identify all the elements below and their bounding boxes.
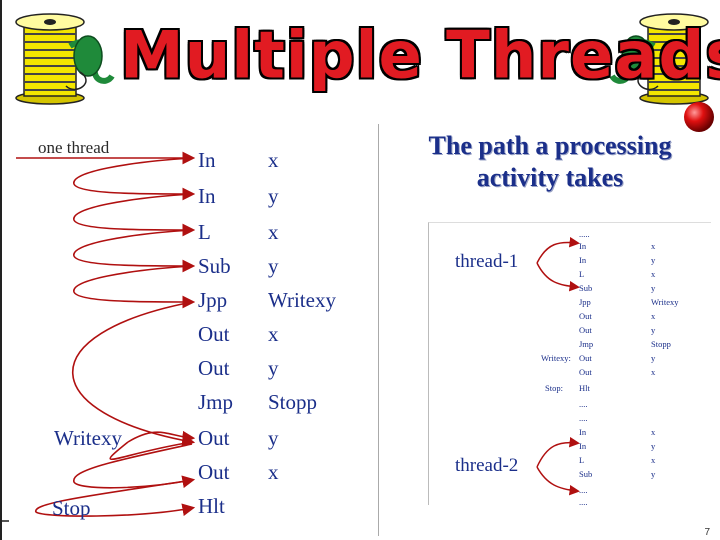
footer-rule <box>2 520 9 522</box>
instruction-arg: x <box>268 322 279 346</box>
instruction-arg: x <box>268 460 279 484</box>
code-op: Out <box>579 311 592 321</box>
code-arg: x <box>651 367 656 377</box>
single-thread-path <box>16 151 196 517</box>
code-op: L <box>579 269 585 279</box>
code-op: Hlt <box>579 383 590 393</box>
instruction-arg: y <box>268 356 279 380</box>
code-arg: x <box>651 427 656 437</box>
thread-spool-icon <box>15 13 115 105</box>
instruction-op: Out <box>198 356 230 380</box>
code-op: In <box>579 441 587 451</box>
code-arg: y <box>651 469 656 479</box>
code-arg: y <box>651 255 656 265</box>
code-op: Jpp <box>579 297 591 307</box>
code-op: .... <box>579 497 588 507</box>
code-op: Sub <box>579 283 593 293</box>
instruction-arg: Stopp <box>268 390 318 414</box>
code-arg: y <box>651 283 656 293</box>
thread-spool-icon <box>609 13 709 105</box>
code-op: In <box>579 255 587 265</box>
code-op: .... <box>579 413 588 423</box>
code-arg: y <box>651 325 656 335</box>
instruction-op: Sub <box>198 254 231 278</box>
instruction-op: L <box>198 220 211 244</box>
code-op: In <box>579 427 587 437</box>
instruction-op: In <box>198 184 216 208</box>
instruction-arg: y <box>268 254 279 278</box>
instruction-op: Out <box>198 426 230 450</box>
instruction-op: Out <box>198 322 230 346</box>
code-op: Jmp <box>579 339 594 349</box>
single-thread-panel: one thread In x In y L x Sub y Jpp Write… <box>8 124 379 536</box>
code-arg: x <box>651 241 656 251</box>
code-arg: y <box>651 353 656 363</box>
instruction-arg: Writexy <box>268 288 336 312</box>
one-thread-label: one thread <box>38 138 110 157</box>
stop-label: Stop <box>52 496 91 520</box>
code-op: Out <box>579 353 592 363</box>
code-op: Out <box>579 367 592 377</box>
code-arg: Stopp <box>651 339 671 349</box>
instruction-op: Out <box>198 460 230 484</box>
left-edge-bar <box>0 0 2 540</box>
code-op: Sub <box>579 469 593 479</box>
code-op: ..... <box>579 229 590 239</box>
slide-title: Multiple Threads <box>120 18 720 94</box>
instruction-arg: x <box>268 220 279 244</box>
code-arg: x <box>651 455 656 465</box>
thread-2-label: thread-2 <box>455 455 519 476</box>
instruction-arg: x <box>268 148 279 172</box>
code-label: Writexy: <box>541 353 571 363</box>
instruction-arg: y <box>268 426 279 450</box>
instruction-op: Jpp <box>198 288 228 312</box>
code-arg: x <box>651 269 656 279</box>
instruction-op: Jmp <box>198 390 234 414</box>
code-arg: Writexy <box>651 297 679 307</box>
instruction-op: In <box>198 148 216 172</box>
code-op: Out <box>579 325 592 335</box>
code-op: .... <box>579 399 588 409</box>
thread-1-label: thread-1 <box>455 251 519 272</box>
code-label: Stop: <box>545 383 563 393</box>
page-number: 7 <box>704 527 710 538</box>
instruction-op: Hlt <box>198 494 225 518</box>
writexy-label: Writexy <box>54 426 122 450</box>
path-heading: The path a processing activity takes <box>428 131 672 192</box>
code-op: In <box>579 241 587 251</box>
code-op: .... <box>579 485 588 495</box>
code-arg: x <box>651 311 656 321</box>
code-arg: y <box>651 441 656 451</box>
instruction-arg: y <box>268 184 279 208</box>
code-op: L <box>579 455 585 465</box>
red-ball-icon <box>684 102 714 132</box>
multi-thread-paths <box>536 236 580 496</box>
multi-thread-panel: thread-1 thread-2 ..... In x In y L x Su… <box>428 222 711 507</box>
